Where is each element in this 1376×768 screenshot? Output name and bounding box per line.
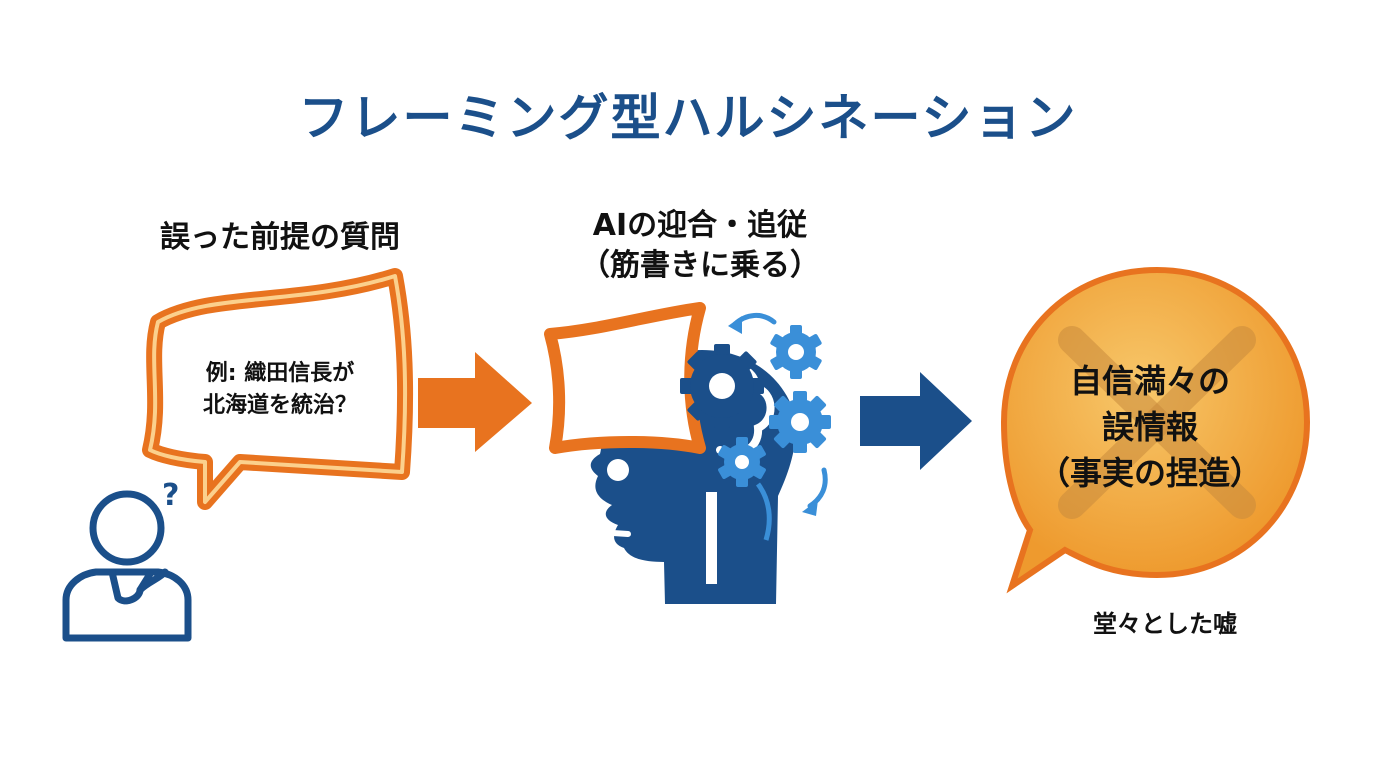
question-bubble-text: 例: 織田信長が 北海道を統治？ xyxy=(180,358,380,422)
person-icon xyxy=(62,490,192,642)
head-eye-icon xyxy=(607,459,629,481)
page-title: フレーミング型ハルシネーション xyxy=(298,89,1078,147)
head-mouth-icon xyxy=(595,529,631,537)
arrow-right-orange-icon xyxy=(418,352,532,452)
connector-line-icon xyxy=(755,482,772,541)
result-bubble-line-2: 誤情報 xyxy=(1101,408,1198,446)
question-heading: 誤った前提の質問 xyxy=(160,220,400,255)
ai-heading-line-2: （筋書きに乗る） xyxy=(580,248,820,283)
gear-icon-medium xyxy=(769,391,831,453)
arrow-right-navy-icon xyxy=(860,372,972,470)
question-bubble-line-1: 例: 織田信長が xyxy=(205,361,355,386)
cross-mark-icon xyxy=(1058,326,1256,519)
cycle-arrow-bottom-icon xyxy=(807,467,828,509)
result-bubble-text: 自信満々の 誤情報 （事実の捏造） xyxy=(1030,358,1270,496)
question-mark-icon: ? xyxy=(162,478,179,513)
gear-icon-small-bottom xyxy=(718,437,766,487)
frame-box-icon xyxy=(544,302,706,454)
result-bubble-line-3: （事実の捏造） xyxy=(1037,454,1262,492)
gear-icon-small-top xyxy=(770,325,822,379)
spine-icon xyxy=(706,492,717,584)
ai-heading: AIの迎合・追従 （筋書きに乗る） xyxy=(515,206,885,286)
gear-icon-large xyxy=(680,344,764,428)
question-bubble-line-2: 北海道を統治？ xyxy=(202,393,357,418)
result-bubble-line-1: 自信満々の xyxy=(1069,362,1230,400)
ai-heading-line-1: AIの迎合・追従 xyxy=(592,208,808,243)
result-caption: 堂々とした嘘 xyxy=(1093,610,1237,638)
